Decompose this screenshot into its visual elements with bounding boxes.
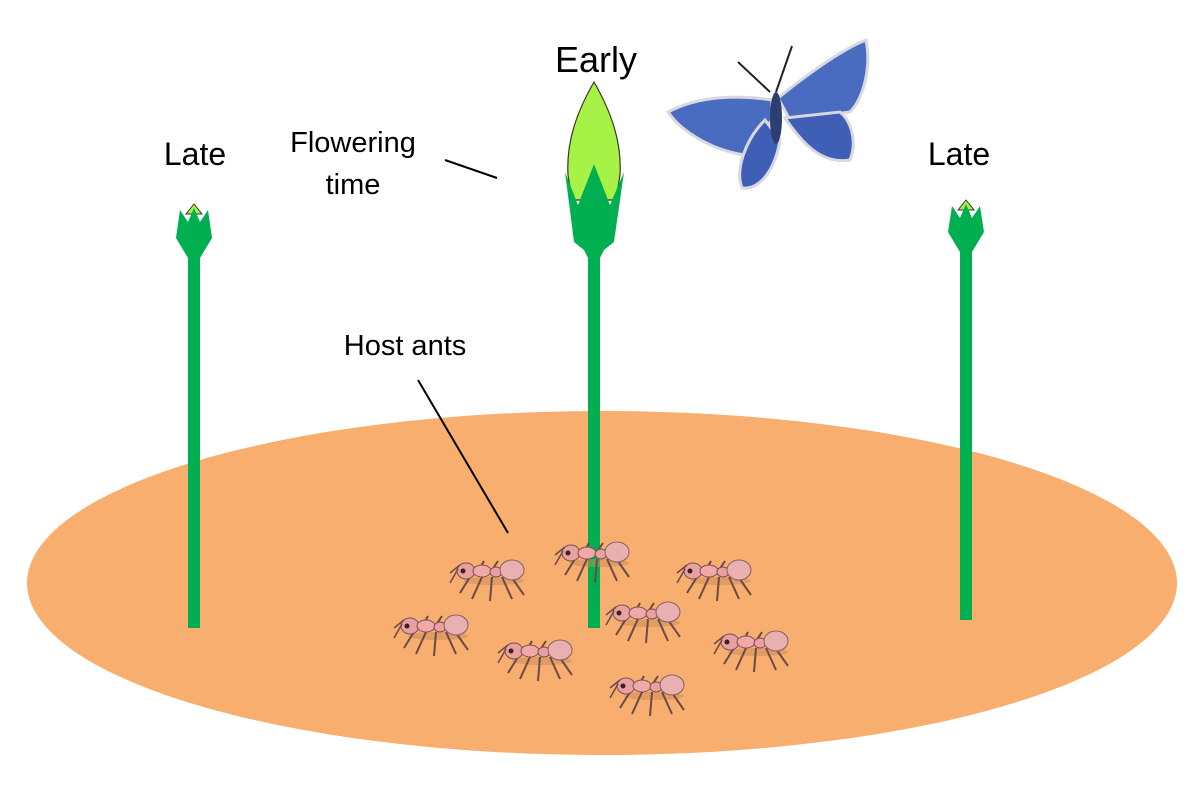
stem-left bbox=[188, 255, 200, 628]
label-early: Early bbox=[555, 39, 637, 80]
bud-early-icon bbox=[565, 80, 624, 262]
flowering-time-pointer bbox=[444, 159, 498, 179]
label-flowering-time-line2: time bbox=[326, 169, 381, 201]
label-late-right: Late bbox=[928, 136, 990, 172]
label-flowering-time-line1: Flowering bbox=[290, 127, 416, 159]
bud-right-icon bbox=[948, 199, 984, 262]
butterfly-icon bbox=[665, 37, 870, 190]
stem-right bbox=[960, 250, 972, 620]
host-ants-pointer bbox=[417, 379, 509, 534]
label-late-left: Late bbox=[164, 136, 226, 172]
label-host-ants: Host ants bbox=[344, 330, 467, 362]
ground-ellipse bbox=[27, 411, 1177, 755]
bud-left-icon bbox=[176, 203, 212, 268]
stem-center bbox=[588, 255, 600, 628]
